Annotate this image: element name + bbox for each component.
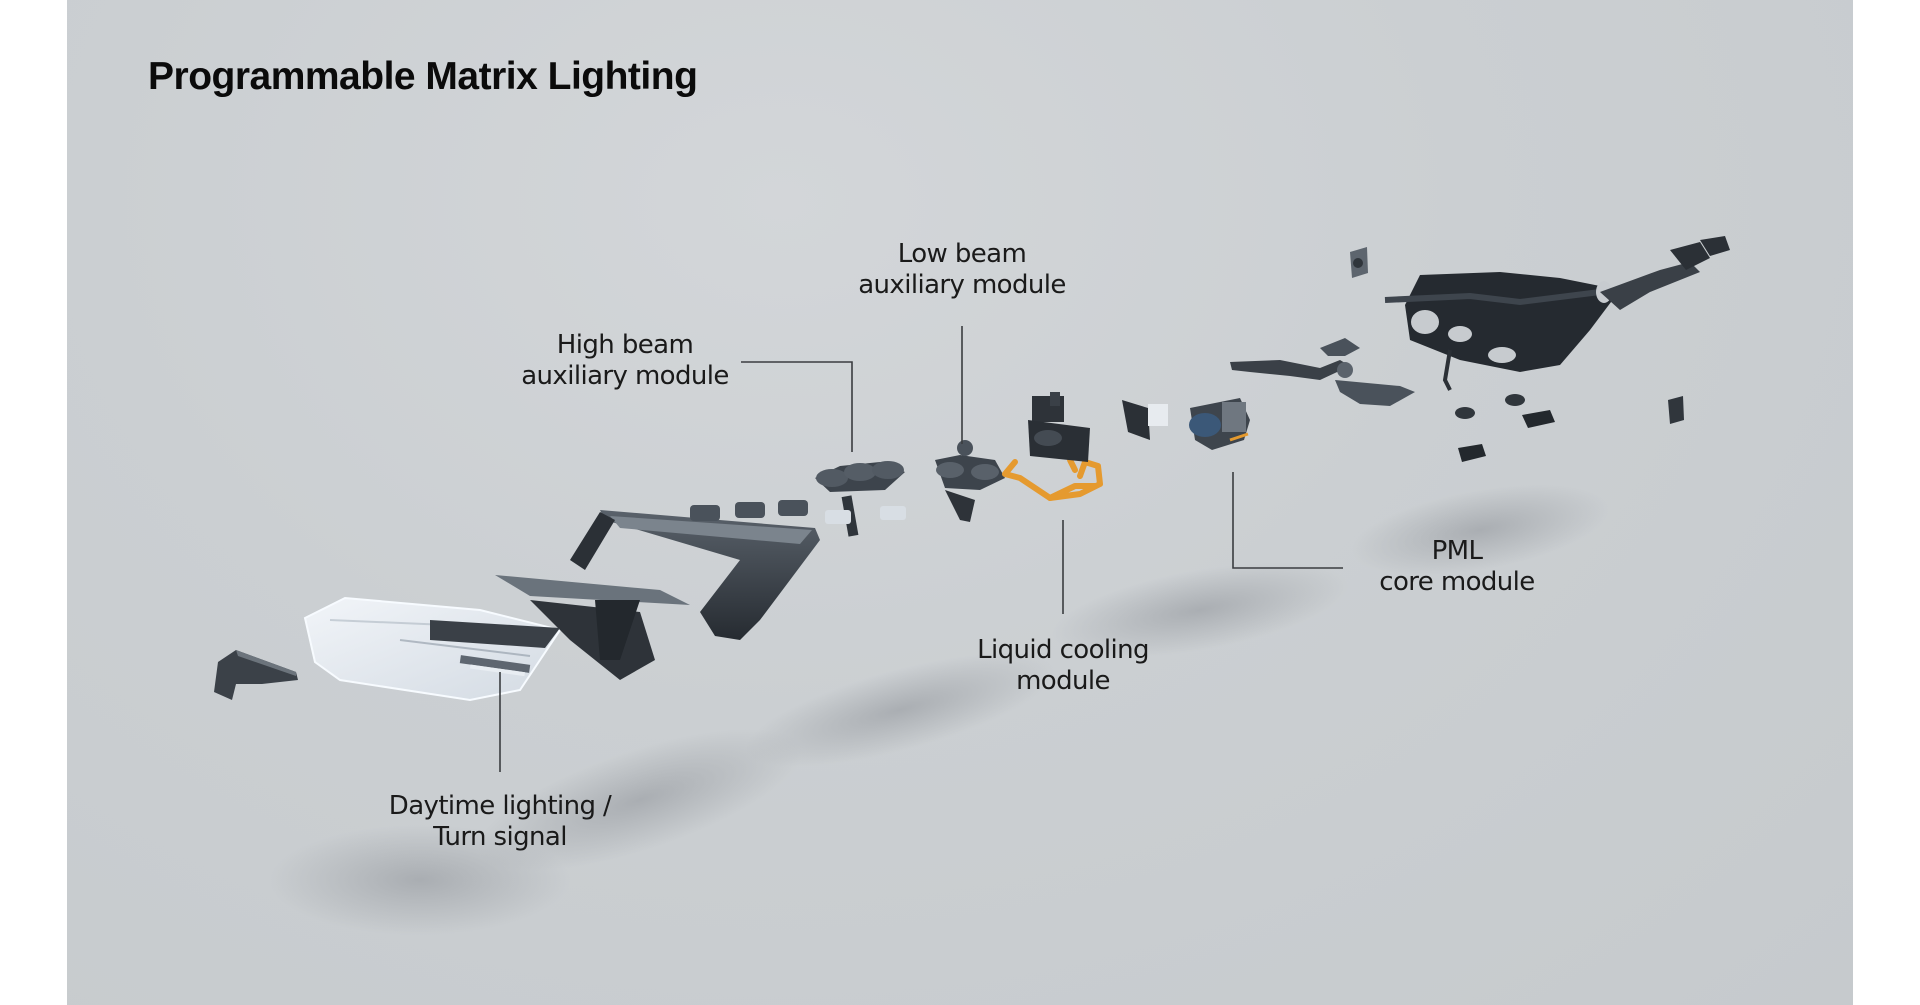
label-line: auxiliary module — [521, 361, 729, 391]
headlamp-housing — [1384, 236, 1730, 391]
label-line: PML — [1431, 536, 1483, 566]
leader-pml-core — [1232, 472, 1343, 569]
high-beam-modules — [690, 461, 906, 537]
cooling-block — [1028, 392, 1090, 462]
label-line: High beam — [556, 330, 694, 360]
label-line: Liquid cooling — [977, 635, 1149, 665]
page-title: Programmable Matrix Lighting — [148, 55, 698, 98]
pml-core-module — [1189, 398, 1250, 450]
label-line: core module — [1379, 567, 1535, 597]
exploded-headlamp-illustration — [214, 236, 1730, 935]
liquid-cooling-pipe — [1002, 457, 1103, 501]
label-line: Low beam — [897, 239, 1027, 269]
mounting-bracket — [214, 650, 298, 700]
leader-high-beam — [741, 361, 853, 452]
label-line: auxiliary module — [858, 270, 1066, 300]
low-beam-module — [935, 440, 1005, 522]
diagram-panel: Programmable Matrix Lighting High beam a… — [67, 0, 1853, 1005]
label-liquid-cooling-module: Liquid cooling module — [977, 635, 1149, 697]
label-daytime-lighting: Daytime lighting / Turn signal — [388, 791, 612, 853]
loose-components — [1455, 394, 1684, 462]
leader-lines — [499, 326, 1343, 772]
label-line: Daytime lighting / — [388, 791, 612, 821]
support-arm — [1230, 338, 1415, 406]
label-low-beam-module: Low beam auxiliary module — [858, 239, 1066, 301]
label-pml-core-module: PML core module — [1379, 536, 1535, 598]
label-line: module — [1016, 666, 1110, 696]
light-source-module — [1122, 400, 1168, 440]
small-ecu — [1350, 247, 1368, 278]
bezel-frame — [430, 510, 820, 680]
label-line: Turn signal — [433, 822, 567, 852]
label-high-beam-module: High beam auxiliary module — [521, 330, 729, 392]
daytime-lighting-lens — [303, 596, 562, 702]
floor-shadows — [270, 484, 1609, 935]
